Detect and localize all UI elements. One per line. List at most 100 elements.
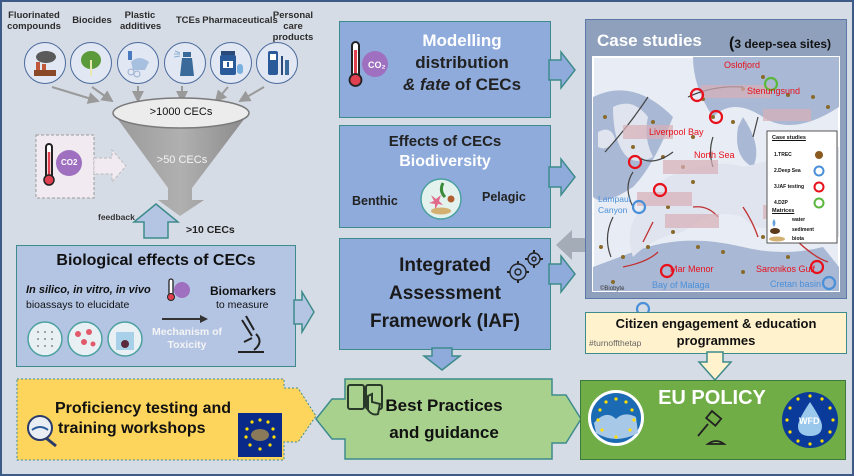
proficiency-text: Proficiency testing and training worksho… — [55, 399, 231, 439]
cosmetics-icon — [256, 42, 298, 84]
source-label-personal-care: Personal care products — [272, 10, 314, 43]
modelling-line2: distribution — [415, 53, 509, 72]
citizen-line1: Citizen engagement & education — [615, 316, 817, 331]
citizen-box — [585, 312, 847, 354]
bioassays-label: bioassays to elucidate — [26, 299, 130, 311]
gears-icon — [507, 250, 543, 283]
iaf-line2: Assessment — [389, 283, 501, 304]
best-practices-line1: Best Practices — [385, 396, 503, 415]
site-label-saronikos: Saronikos Gulf — [756, 264, 816, 274]
source-label-fluorinated: Fluorinated compounds — [7, 10, 61, 32]
gavel-icon — [697, 409, 727, 445]
modelling-text: Modelling distribution & fate of CECs — [387, 30, 537, 96]
mechanism-arrow — [162, 315, 208, 323]
biological-effects-box — [16, 245, 296, 367]
funnel-bottom-label: >10 CECs — [186, 224, 235, 236]
biological-arrow — [293, 289, 315, 335]
source-label-plastic: Plastic additives — [120, 10, 162, 32]
site-d2p-marker — [763, 76, 779, 92]
feedback-arrow — [131, 203, 181, 239]
legend-title: Case studies — [772, 135, 806, 141]
mechanism-line2: Toxicity — [167, 339, 207, 351]
legend-matrix-water: water — [792, 217, 806, 223]
thermometer-co2-small-icon — [167, 278, 190, 301]
site-marmenor-marker — [659, 263, 675, 279]
site-label-stenungsund: Stenungsund — [747, 86, 801, 96]
microscope-icon — [238, 315, 264, 353]
factory-smoke-icon — [24, 42, 66, 84]
citizen-down-arrow — [697, 351, 733, 382]
funnel-graphic — [35, 86, 265, 239]
wfd-logo — [782, 392, 838, 448]
marine-life-icon — [420, 178, 462, 220]
modelling-arrow — [548, 49, 576, 91]
eu-policy-title: EU POLICY — [658, 387, 766, 409]
legend-item-d2p: 4.D2P — [774, 200, 788, 206]
site-label-cretan: Cretan basin — [770, 279, 822, 289]
proficiency-line1: Proficiency testing and — [55, 400, 232, 417]
touch-book-icon — [347, 384, 383, 416]
funnel-body — [114, 114, 248, 216]
best-practices-text: Best Practices and guidance — [374, 392, 514, 446]
site-markers — [627, 76, 837, 317]
iaf-line3: Framework (IAF) — [370, 311, 520, 332]
spray-bottle-icon — [164, 42, 206, 84]
site-cretan-marker — [821, 275, 837, 291]
benthic-label: Benthic — [352, 194, 398, 208]
svg-text:CO₂: CO₂ — [368, 60, 386, 70]
legend-matrices-title: Matrices — [772, 208, 795, 214]
europe-map — [592, 56, 840, 317]
proficiency-line2: training workshops — [58, 420, 206, 437]
citizen-text: Citizen engagement & education programme… — [585, 315, 847, 349]
leaf-icon — [70, 42, 112, 84]
legend-item-trec: 1.TREC — [774, 152, 792, 158]
legend-iaf-icon — [813, 181, 825, 193]
effects-text: Effects of CECs Biodiversity — [339, 132, 551, 172]
site-label-marmenor: Mar Menor — [670, 264, 714, 274]
biomarkers-label: Biomarkers — [210, 284, 277, 298]
iaf-down-arrow — [421, 347, 463, 371]
iaf-text: Integrated Assessment Framework (IAF) — [339, 252, 551, 336]
modelling-line1: Modelling — [422, 31, 502, 50]
modelling-fate: & fate — [402, 75, 451, 94]
biological-title: Biological effects of CECs — [56, 252, 256, 269]
effects-line2: Biodiversity — [399, 153, 491, 170]
case-study-feedback-arrow — [556, 230, 586, 260]
modelling-line3: of CECs — [450, 75, 522, 94]
site-northsea-marker — [652, 182, 668, 198]
legend-d2p-icon — [813, 197, 825, 209]
legend-matrix-sediment: sediment — [792, 227, 814, 233]
site-label-oslofjord: Oslofjord — [724, 60, 761, 70]
feedback-label: feedback — [98, 212, 135, 222]
legend-deepsea-icon — [813, 165, 825, 177]
quasimeme-logo — [27, 415, 57, 448]
co2-text: CO2 — [61, 158, 78, 167]
funnel-middle-label: >50 CECs — [156, 154, 208, 166]
site-stenungsund-marker — [708, 109, 724, 125]
plastic-bag-icon — [117, 42, 159, 84]
co2-arrow — [93, 148, 127, 184]
bioassay-icons — [27, 321, 143, 357]
eu-fish-logo — [238, 413, 282, 457]
iaf-box — [339, 238, 551, 350]
effects-line1: Effects of CECs — [388, 133, 502, 150]
effects-arrow — [548, 156, 576, 198]
source-label-tces: TCEs — [175, 15, 201, 26]
legend-item-iaf: 3.IAF testing — [774, 184, 805, 190]
source-label-biocides: Biocides — [72, 15, 112, 26]
funnel-top-label: >1000 CECs — [149, 106, 213, 118]
legend-matrix-biota: biota — [792, 236, 804, 242]
legend-biota-icon — [769, 236, 785, 242]
to-measure-label: to measure — [216, 299, 269, 311]
site-label-northsea: North Sea — [694, 150, 735, 160]
mechanism-line1: Mechanism of — [151, 326, 222, 338]
mechanism-label: Mechanism of Toxicity — [142, 326, 232, 352]
map-legend — [766, 130, 838, 244]
marine-strategy-logo — [588, 390, 644, 446]
site-saronikos-marker — [809, 259, 825, 275]
hashtag-label: #turnoffthetap — [589, 338, 642, 348]
thermometer-co2-icon: CO₂ — [348, 41, 388, 87]
site-lampaul-marker — [631, 199, 647, 215]
source-label-pharmaceuticals: Pharmaceuticals — [202, 15, 278, 26]
legend-water-icon — [772, 219, 776, 227]
